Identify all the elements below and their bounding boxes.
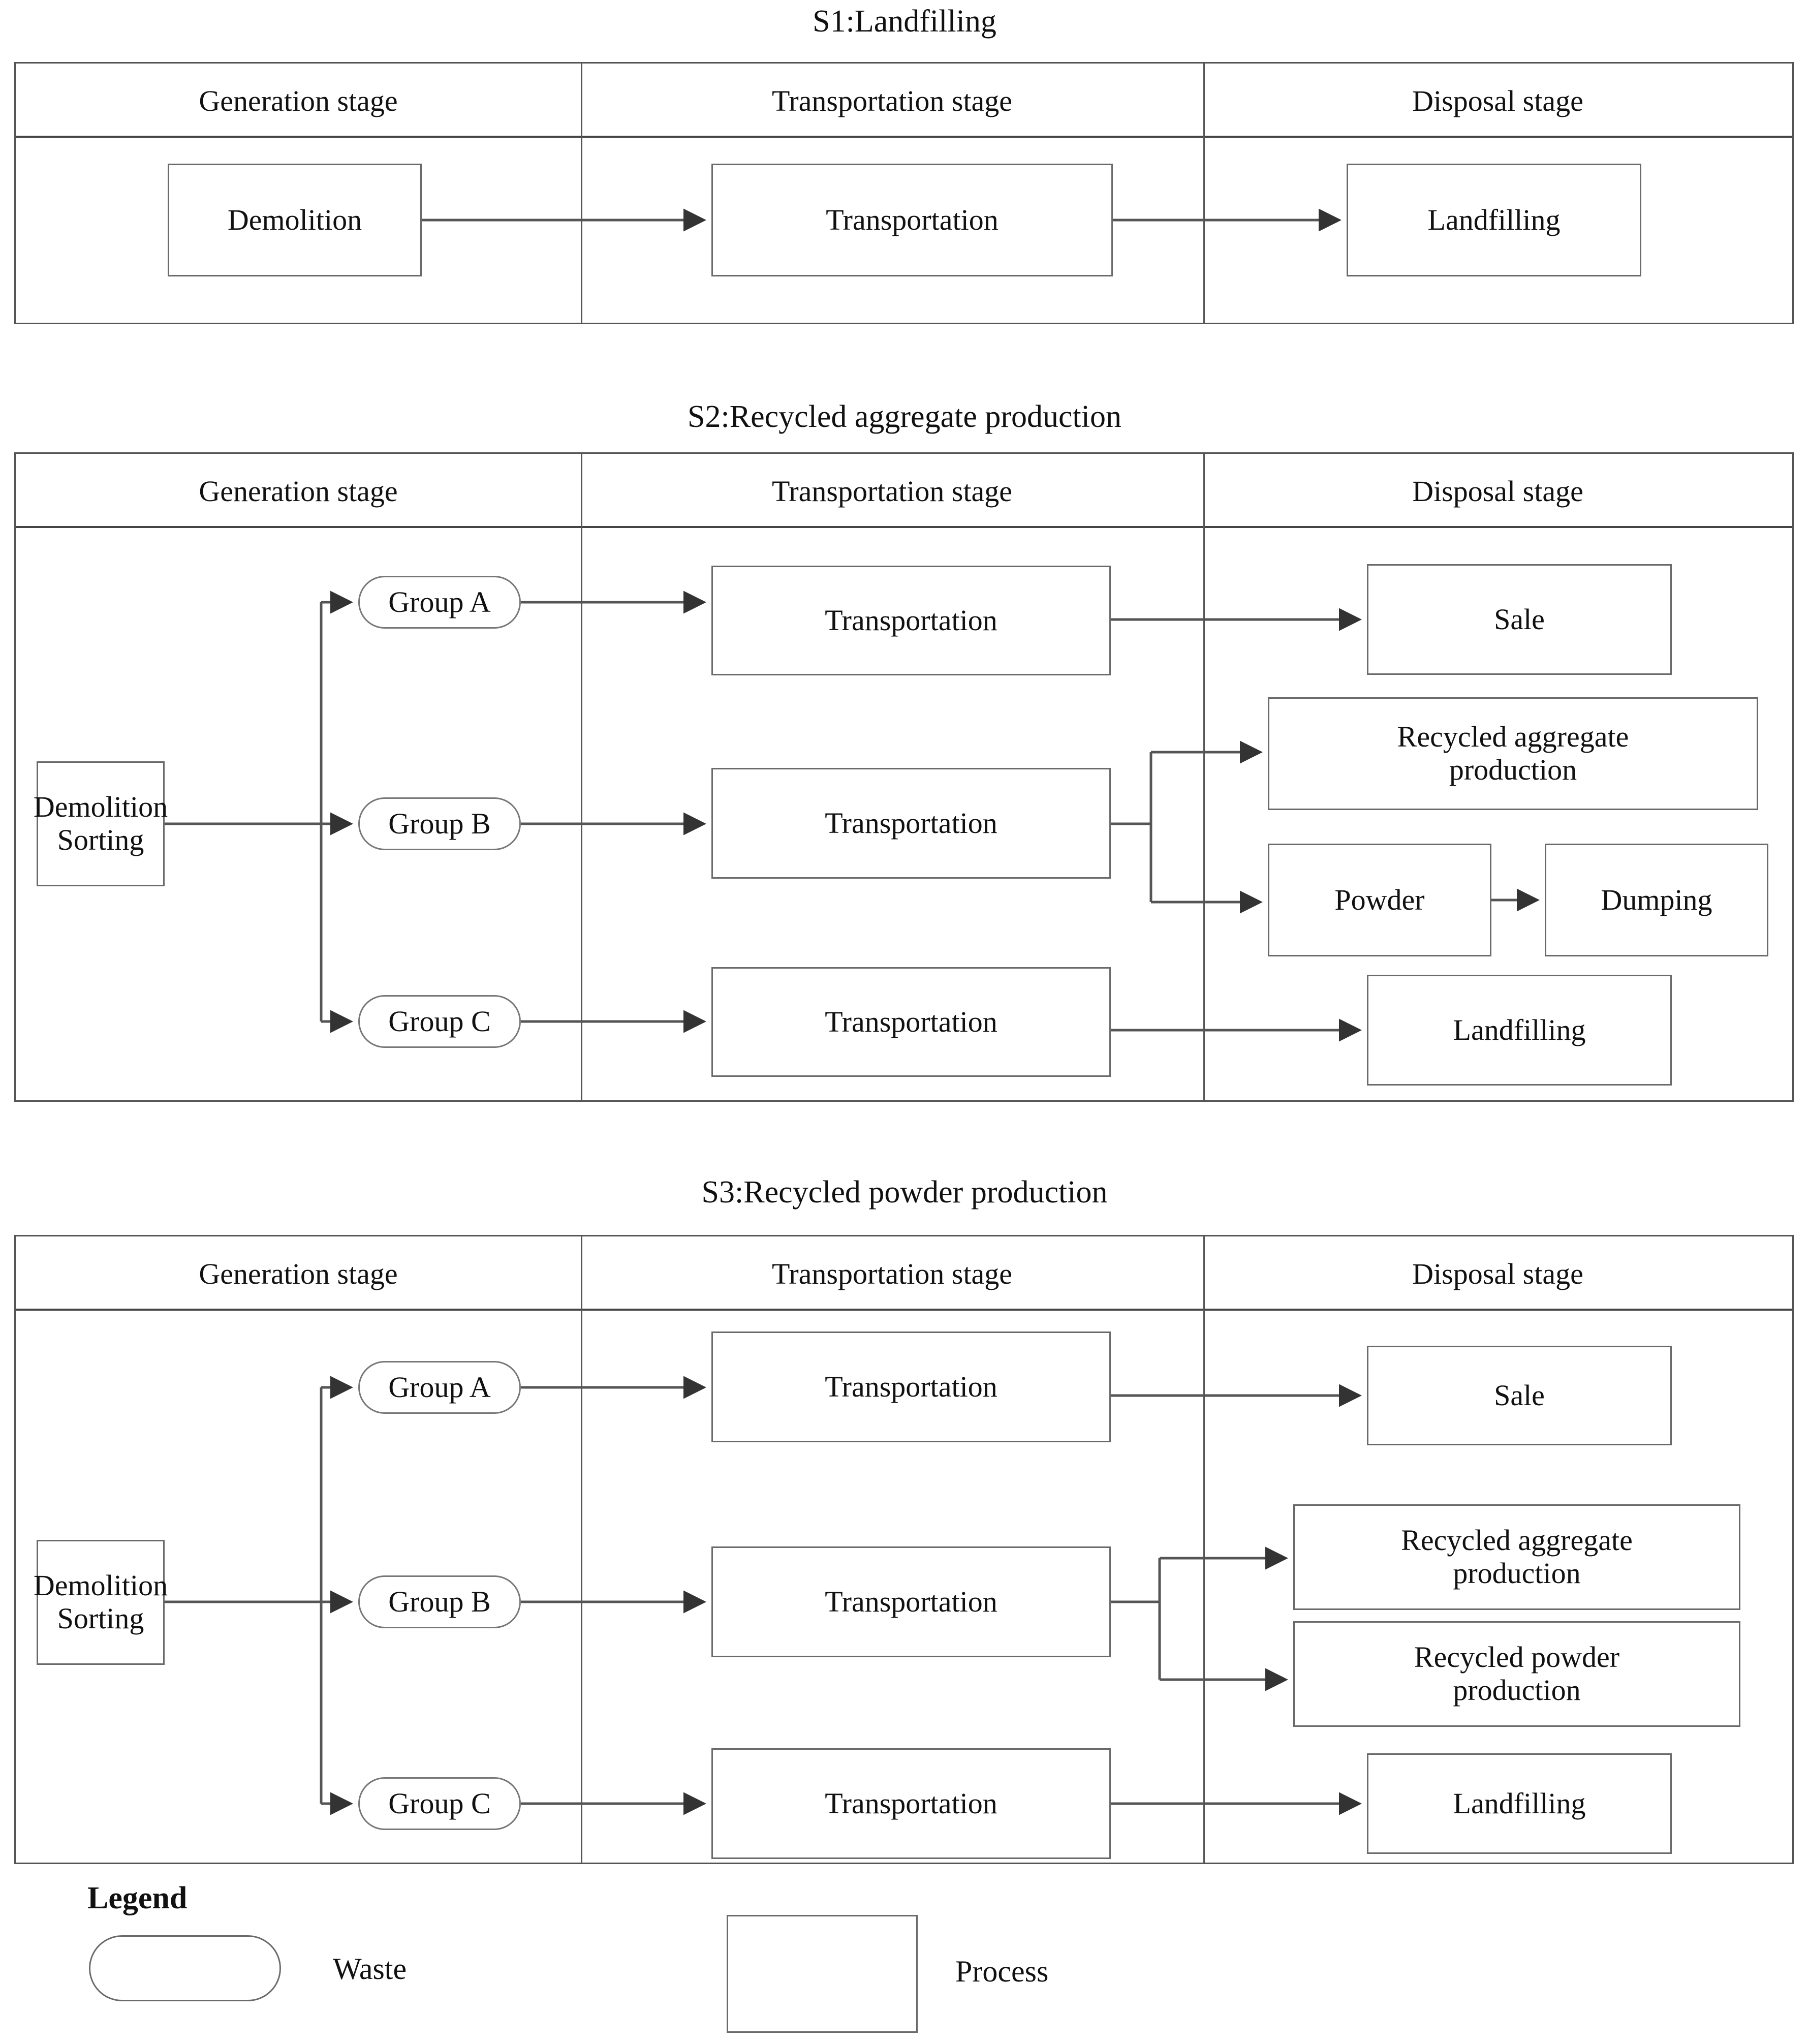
node-s2-sale[interactable]: Sale [1367, 564, 1672, 675]
legend-process-label: Process [955, 1955, 1049, 1988]
column-divider-transportation-disposal-s3 [1203, 1236, 1205, 1863]
node-s2-demolition-sorting-line1: Demolition [33, 790, 168, 824]
stage-header-generation-s1: Generation stage [199, 84, 398, 117]
node-s3-transportation-b[interactable]: Transportation [711, 1546, 1111, 1657]
node-s3-recycled-aggregate-production[interactable]: Recycled aggregate production [1293, 1504, 1740, 1610]
stage-header-transportation-s3: Transportation stage [771, 1257, 1013, 1290]
stage-header-disposal-s1: Disposal stage [1412, 84, 1583, 117]
node-s3-rap-line1: Recycled aggregate [1401, 1524, 1633, 1557]
node-s3-group-a[interactable]: Group A [358, 1361, 521, 1414]
node-s2-group-b[interactable]: Group B [358, 797, 521, 850]
node-s2-landfilling[interactable]: Landfilling [1367, 975, 1672, 1086]
node-s2-transportation-b[interactable]: Transportation [711, 768, 1111, 879]
node-s2-transportation-a[interactable]: Transportation [711, 566, 1111, 675]
node-s2-demolition-sorting-line2: Sorting [57, 823, 144, 856]
stage-header-generation-s2: Generation stage [199, 474, 398, 508]
stage-header-row-s2: Generation stage Transportation stage Di… [16, 454, 1792, 528]
node-s3-transportation-a[interactable]: Transportation [711, 1331, 1111, 1442]
node-s3-rap-line2: production [1453, 1557, 1581, 1590]
legend-title: Legend [87, 1881, 188, 1915]
node-s2-rap-line2: production [1449, 753, 1577, 786]
node-s3-sale[interactable]: Sale [1367, 1346, 1672, 1445]
legend-waste-swatch [89, 1935, 281, 2001]
node-s3-demolition-sorting[interactable]: Demolition Sorting [33, 1540, 168, 1665]
stage-header-transportation-s2: Transportation stage [771, 474, 1013, 508]
stage-header-disposal-s2: Disposal stage [1412, 474, 1583, 508]
legend-waste-label: Waste [333, 1952, 407, 1986]
scenario-title-s3: S3:Recycled powder production [701, 1175, 1108, 1210]
node-s1-transportation[interactable]: Transportation [711, 164, 1113, 276]
scenario-title-s1: S1:Landfilling [813, 4, 996, 39]
node-s2-transportation-c[interactable]: Transportation [711, 967, 1111, 1077]
node-s3-landfilling[interactable]: Landfilling [1367, 1753, 1672, 1854]
node-s2-powder[interactable]: Powder [1268, 844, 1491, 956]
node-s3-group-b[interactable]: Group B [358, 1575, 521, 1628]
column-divider-transportation-disposal-s1 [1203, 64, 1205, 323]
node-s3-group-c[interactable]: Group C [358, 1777, 521, 1830]
stage-header-disposal-s3: Disposal stage [1412, 1257, 1583, 1290]
node-s1-demolition[interactable]: Demolition [168, 164, 422, 276]
node-s3-recycled-powder-production[interactable]: Recycled powder production [1293, 1621, 1740, 1727]
legend-process-swatch [727, 1915, 918, 2033]
stage-header-row-s3: Generation stage Transportation stage Di… [16, 1236, 1792, 1311]
node-s3-demolition-sorting-line1: Demolition [33, 1569, 168, 1602]
node-s2-recycled-aggregate-production[interactable]: Recycled aggregate production [1268, 697, 1758, 810]
node-s2-group-a[interactable]: Group A [358, 576, 521, 629]
node-s2-rap-line1: Recycled aggregate [1397, 720, 1629, 754]
node-s3-rpp-line1: Recycled powder [1414, 1640, 1620, 1674]
node-s3-rpp-line2: production [1453, 1674, 1581, 1707]
node-s2-dumping[interactable]: Dumping [1545, 844, 1768, 956]
node-s2-group-c[interactable]: Group C [358, 995, 521, 1048]
column-divider-transportation-disposal-s2 [1203, 454, 1205, 1100]
stage-header-generation-s3: Generation stage [199, 1257, 398, 1290]
node-s3-demolition-sorting-line2: Sorting [57, 1602, 144, 1635]
column-divider-generation-transportation-s2 [581, 454, 582, 1100]
column-divider-generation-transportation-s3 [581, 1236, 582, 1863]
scenario-title-s2: S2:Recycled aggregate production [688, 399, 1121, 434]
column-divider-generation-transportation-s1 [581, 64, 582, 323]
node-s1-landfilling[interactable]: Landfilling [1347, 164, 1641, 276]
stage-header-row-s1: Generation stage Transportation stage Di… [16, 64, 1792, 138]
node-s2-demolition-sorting[interactable]: Demolition Sorting [33, 761, 168, 886]
stage-header-transportation-s1: Transportation stage [771, 84, 1013, 117]
node-s3-transportation-c[interactable]: Transportation [711, 1748, 1111, 1859]
